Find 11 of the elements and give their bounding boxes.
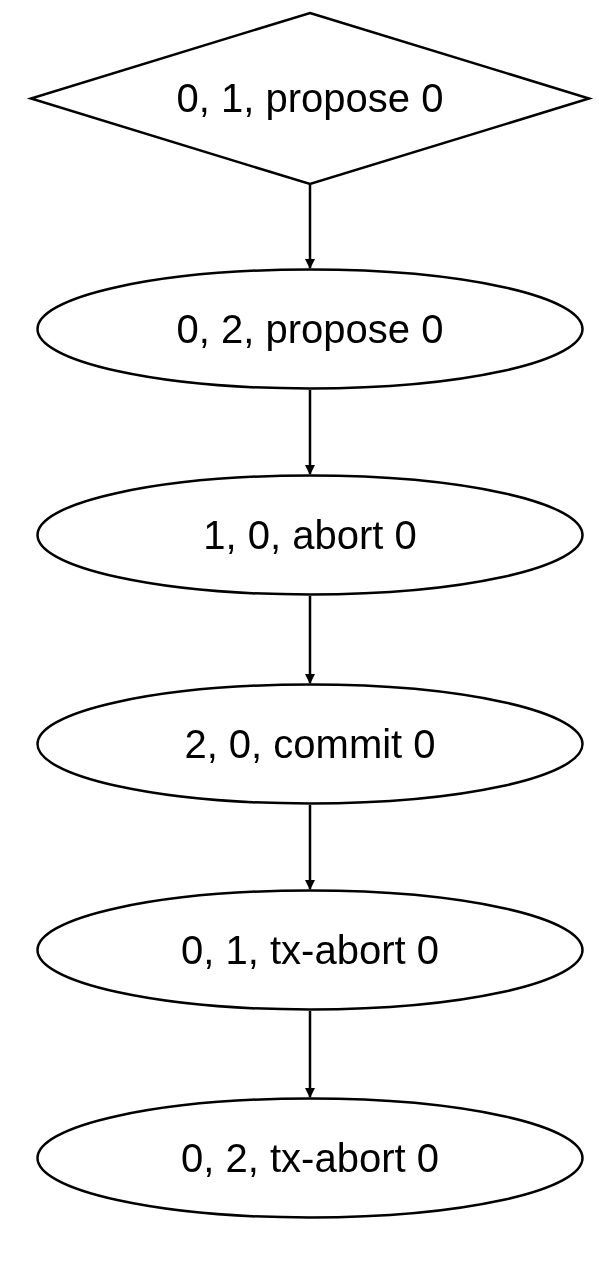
arrow: [305, 1011, 315, 1098]
arrow: [305, 390, 315, 475]
arrow: [305, 805, 315, 890]
node-label: 0, 1, tx-abort 0: [181, 927, 439, 973]
node-label: 1, 0, abort 0: [203, 512, 417, 558]
node-label: 0, 2, propose 0: [176, 306, 444, 352]
arrow: [305, 185, 315, 269]
node-label: 0, 1, propose 0: [176, 76, 444, 121]
arrow: [305, 596, 315, 684]
node-label: 0, 2, tx-abort 0: [181, 1135, 439, 1181]
node-label: 2, 0, commit 0: [184, 721, 436, 767]
